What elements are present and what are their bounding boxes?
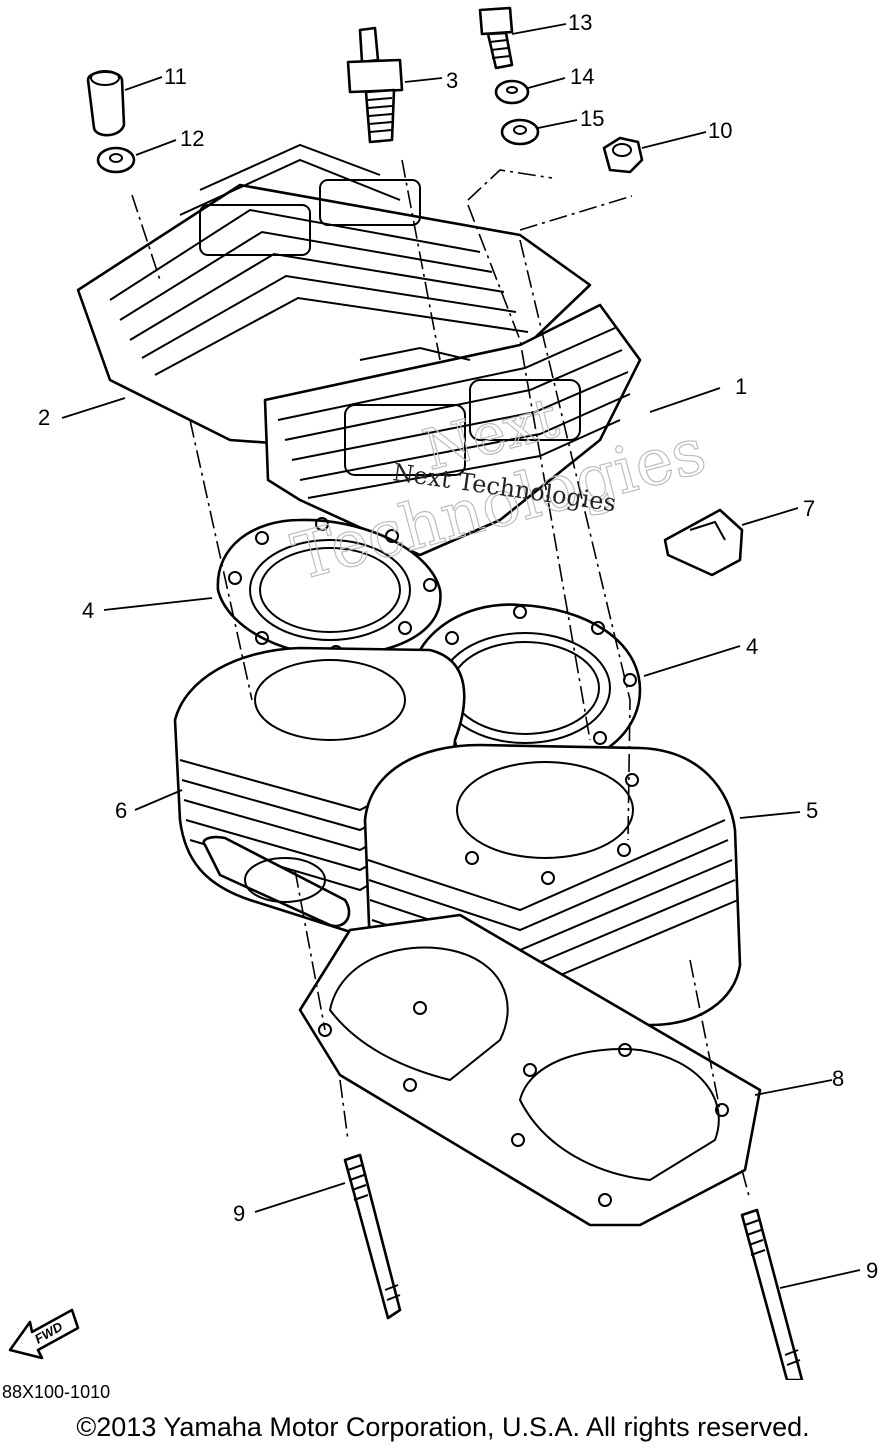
diagram-code: 88X100-1010 — [2, 1382, 111, 1402]
callout-4-rear: 4 — [82, 598, 94, 623]
leader-lines — [61, 23, 861, 1289]
callout-10: 10 — [708, 118, 732, 143]
collar-11 — [86, 70, 126, 137]
spark-plug-3 — [346, 26, 404, 144]
washer-15 — [500, 118, 540, 146]
callout-5: 5 — [806, 798, 818, 823]
copyright-notice: ©2013 Yamaha Motor Corporation, U.S.A. A… — [76, 1412, 810, 1442]
callout-3: 3 — [446, 68, 458, 93]
forward-arrow-icon: FWD — [8, 1308, 80, 1360]
callout-7: 7 — [803, 496, 815, 521]
nut-10 — [602, 136, 644, 174]
head-gasket-front — [410, 603, 642, 772]
callout-12: 12 — [180, 126, 204, 151]
callout-13: 13 — [568, 10, 592, 35]
callout-11: 11 — [164, 64, 187, 89]
cylinder-head-front — [263, 303, 642, 557]
lock-washer-14 — [494, 79, 530, 105]
washer-12 — [96, 146, 136, 174]
assembly-lines — [131, 159, 751, 1201]
rubber-cap-7 — [663, 508, 744, 577]
exploded-view: 1 2 3 4 4 5 6 7 8 9 9 10 11 12 13 14 15 … — [8, 6, 878, 1382]
callout-14: 14 — [570, 64, 594, 89]
callout-1: 1 — [735, 374, 747, 399]
cylinder-base-gasket — [298, 913, 762, 1227]
callout-9-right: 9 — [866, 1258, 878, 1283]
callout-6: 6 — [115, 798, 127, 823]
callout-4-front: 4 — [746, 634, 758, 659]
stud-left — [343, 1153, 402, 1320]
callout-8: 8 — [832, 1066, 844, 1091]
callout-15: 15 — [580, 106, 604, 131]
callout-9-left: 9 — [233, 1201, 245, 1226]
head-gasket-rear — [216, 517, 442, 659]
stud-right — [740, 1208, 804, 1382]
bolt-13 — [478, 6, 514, 70]
callout-2: 2 — [38, 405, 50, 430]
